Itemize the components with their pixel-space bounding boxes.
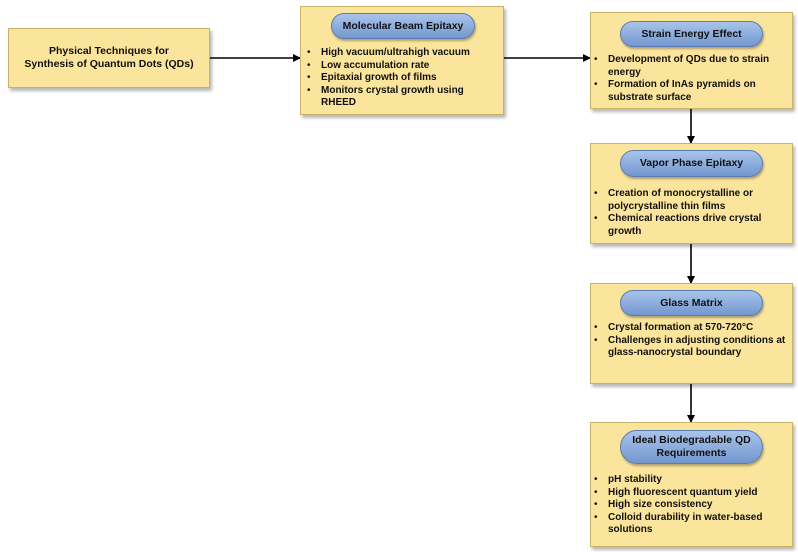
list-item: Chemical reactions drive crystal growth	[594, 213, 790, 238]
mbe-bullet-list: High vacuum/ultrahigh vacuum Low accumul…	[307, 47, 501, 110]
list-item: pH stability	[594, 474, 790, 487]
strain-bullet-list: Development of QDs due to strain energy …	[594, 54, 790, 104]
vpe-title: Vapor Phase Epitaxy	[620, 150, 763, 177]
glass-title: Glass Matrix	[620, 290, 763, 316]
root-node: Physical Techniques for Synthesis of Qua…	[8, 28, 210, 88]
root-node-label: Physical Techniques for Synthesis of Qua…	[24, 44, 194, 71]
strain-title: Strain Energy Effect	[620, 21, 763, 47]
vpe-bullet-list: Creation of monocrystalline or polycryst…	[594, 188, 790, 238]
list-item: High size consistency	[594, 499, 790, 512]
glass-bullet-list: Crystal formation at 570-720°C Challenge…	[594, 322, 790, 360]
mbe-title: Molecular Beam Epitaxy	[331, 13, 475, 39]
list-item: High vacuum/ultrahigh vacuum	[307, 47, 501, 60]
list-item: Low accumulation rate	[307, 60, 501, 73]
list-item: Challenges in adjusting conditions at gl…	[594, 335, 790, 360]
list-item: Monitors crystal growth using RHEED	[307, 85, 501, 110]
list-item: High fluorescent quantum yield	[594, 487, 790, 500]
ideal-title: Ideal Biodegradable QD Requirements	[620, 430, 763, 464]
list-item: Colloid durability in water-based soluti…	[594, 512, 790, 537]
list-item: Crystal formation at 570-720°C	[594, 322, 790, 335]
list-item: Epitaxial growth of films	[307, 72, 501, 85]
list-item: Creation of monocrystalline or polycryst…	[594, 188, 790, 213]
ideal-bullet-list: pH stability High fluorescent quantum yi…	[594, 474, 790, 537]
list-item: Formation of InAs pyramids on substrate …	[594, 79, 790, 104]
list-item: Development of QDs due to strain energy	[594, 54, 790, 79]
